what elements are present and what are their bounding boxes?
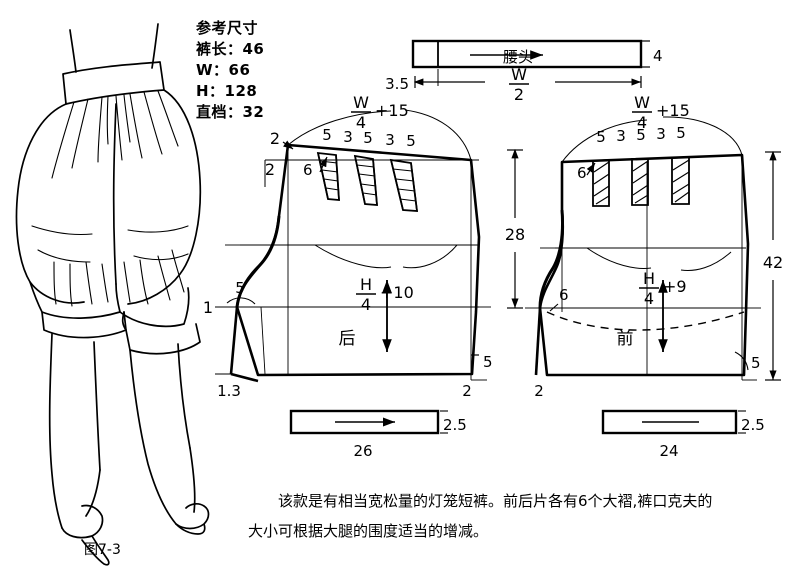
front-cuff-height-label: 2.5 [741, 416, 765, 434]
back-pleat-3: 5 [363, 129, 373, 147]
back-waist-denominator: 4 [356, 113, 366, 132]
caption-line-1: 该款是有相当宽松量的灯笼短裤。前后片各有6个大褶,裤口克夫的 [278, 492, 713, 510]
front-hip-addition: +9 [663, 277, 687, 296]
front-cuff-width-label: 24 [659, 442, 678, 460]
front-waist-denominator: 4 [637, 113, 647, 132]
back-cuff-piece: 2.5 26 [289, 409, 467, 460]
spec-title: 参考尺寸 [196, 19, 259, 37]
total-length-dimension: 42 [763, 150, 783, 381]
front-pleat-depth-label: 6 [577, 164, 587, 182]
spec-item-waist: W：66 [196, 61, 251, 79]
fashion-illustration [15, 23, 210, 566]
back-pleat-depth-label: 6 [303, 161, 313, 179]
front-hem-rise-label: 5 [751, 354, 761, 372]
front-pleat-3: 5 [636, 126, 646, 144]
back-waist-numerator: W [353, 93, 369, 112]
back-pleat-2: 3 [343, 128, 353, 146]
back-hip-denominator: 4 [361, 295, 371, 314]
back-cuff-height-label: 2.5 [443, 416, 467, 434]
back-hem-rise-label: 5 [483, 353, 493, 371]
figure-caption: 该款是有相当宽松量的灯笼短裤。前后片各有6个大褶,裤口克夫的 大小可根据大腿的围… [248, 486, 778, 546]
front-waist-addition: +15 [656, 101, 690, 120]
waistband-width-numerator: W [511, 65, 527, 84]
front-hem-out-label: 2 [534, 382, 544, 400]
back-hip-numerator: H [360, 275, 372, 294]
caption-line-2: 大小可根据大腿的围度适当的增减。 [248, 522, 489, 540]
back-crotch-point-label: 1 [203, 298, 213, 317]
back-pattern-piece: W 4 +15 [203, 93, 493, 400]
front-pleat-4: 3 [656, 125, 666, 143]
back-waist-addition: +15 [375, 101, 409, 120]
front-pleat-1: 5 [596, 128, 606, 146]
reference-measurements: 参考尺寸 裤长：46 W：66 H：128 直档：32 [196, 18, 264, 123]
back-pleat-1: 5 [322, 126, 332, 144]
front-piece-label: 前 [617, 329, 634, 349]
total-length-label: 42 [763, 253, 783, 272]
waistband-label: 腰头 [503, 48, 533, 66]
front-hip-numerator: H [643, 269, 655, 288]
waistband-width-denominator: 2 [514, 85, 524, 104]
back-piece-label: 后 [339, 329, 356, 349]
figure-label: 图7-3 [84, 542, 121, 558]
waistband-piece: 腰头 4 3.5 W 2 [385, 39, 663, 104]
spec-item-rise: 直档：32 [196, 103, 265, 121]
front-hip-denominator: 4 [644, 289, 654, 308]
waistband-extension-label: 3.5 [385, 75, 409, 93]
front-waist-numerator: W [634, 93, 650, 112]
rise-dimension-label: 28 [505, 225, 525, 244]
front-pleat-5: 5 [676, 124, 686, 142]
back-waist-rise-label: 2 [270, 129, 280, 148]
pattern-draft-svg: 腰头 4 3.5 W 2 [203, 39, 783, 460]
front-pattern-piece: W 4 +15 5 3 5 3 5 6 [525, 93, 761, 400]
back-hem-out-label: 2 [462, 382, 472, 400]
spec-item-length: 裤长：46 [196, 40, 265, 58]
waistband-height-label: 4 [653, 47, 663, 65]
rise-dimension: 28 [505, 148, 525, 309]
back-hem-in-label: 1.3 [217, 382, 241, 400]
front-cuff-piece: 2.5 24 [601, 409, 765, 460]
front-pleat-2: 3 [616, 127, 626, 145]
back-crotch-ext-label: 5 [235, 279, 245, 297]
back-cuff-width-label: 26 [353, 442, 372, 460]
back-pleat-5: 5 [406, 132, 416, 150]
back-pleat-4: 3 [385, 131, 395, 149]
front-crotch-ext-label: 6 [559, 286, 569, 304]
spec-item-hip: H：128 [196, 82, 258, 100]
back-hip-addition: +10 [380, 283, 414, 302]
back-side-drop-label: 2 [265, 160, 275, 179]
